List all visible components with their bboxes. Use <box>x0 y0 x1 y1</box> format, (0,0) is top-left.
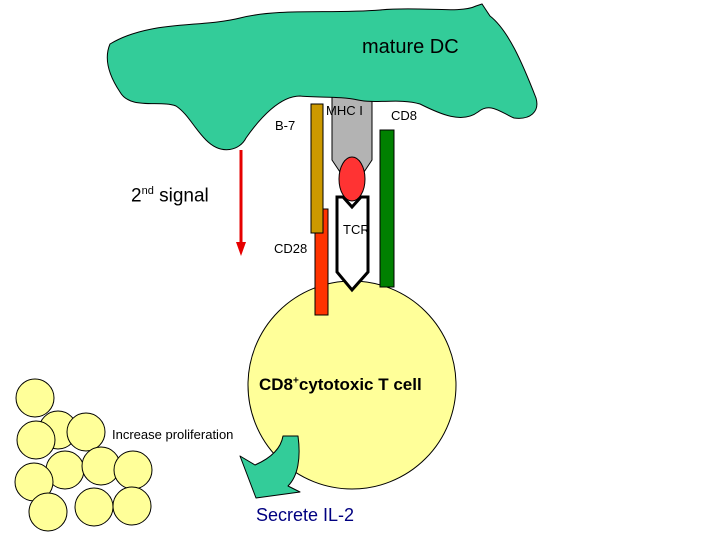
cd8-receptor <box>379 129 395 288</box>
mature-dc-label: mature DC <box>362 36 459 58</box>
daughter-cell <box>15 378 55 418</box>
daughter-cell <box>28 492 68 532</box>
t-cell-label-suffix: cytotoxic T cell <box>298 375 422 394</box>
cd8-label: CD8 <box>391 108 418 123</box>
tcr-receptor <box>335 195 370 293</box>
second-signal-number: 2 <box>131 185 142 207</box>
cd28-label: CD28 <box>274 241 308 256</box>
second-signal-word: signal <box>159 185 209 207</box>
daughter-cell <box>74 487 114 527</box>
b7-ligand <box>310 103 324 234</box>
proliferation-label: Increase proliferation <box>112 427 234 442</box>
daughter-cells <box>14 378 153 532</box>
mature-dc-body <box>106 3 538 151</box>
second-signal-superscript: nd <box>141 185 154 197</box>
tcr-label: TCR <box>343 222 370 237</box>
t-cell-label: CD8+cytotoxic T cell <box>259 375 422 395</box>
daughter-cell <box>66 412 106 452</box>
daughter-cell <box>113 450 153 490</box>
peptide-antigen <box>338 156 366 202</box>
curved-arrow-icon <box>239 435 301 499</box>
second-signal-label: 2nd signal <box>131 185 209 207</box>
t-cell-label-superscript: + <box>293 375 299 387</box>
il2-label: Secrete IL-2 <box>256 505 355 525</box>
daughter-cell <box>16 420 56 460</box>
t-cell-label-prefix: CD8 <box>259 375 294 394</box>
mhc-i-label: MHC I <box>326 103 363 118</box>
daughter-cell <box>112 486 152 526</box>
down-arrow-icon <box>236 150 246 256</box>
b7-label: B-7 <box>275 118 296 133</box>
